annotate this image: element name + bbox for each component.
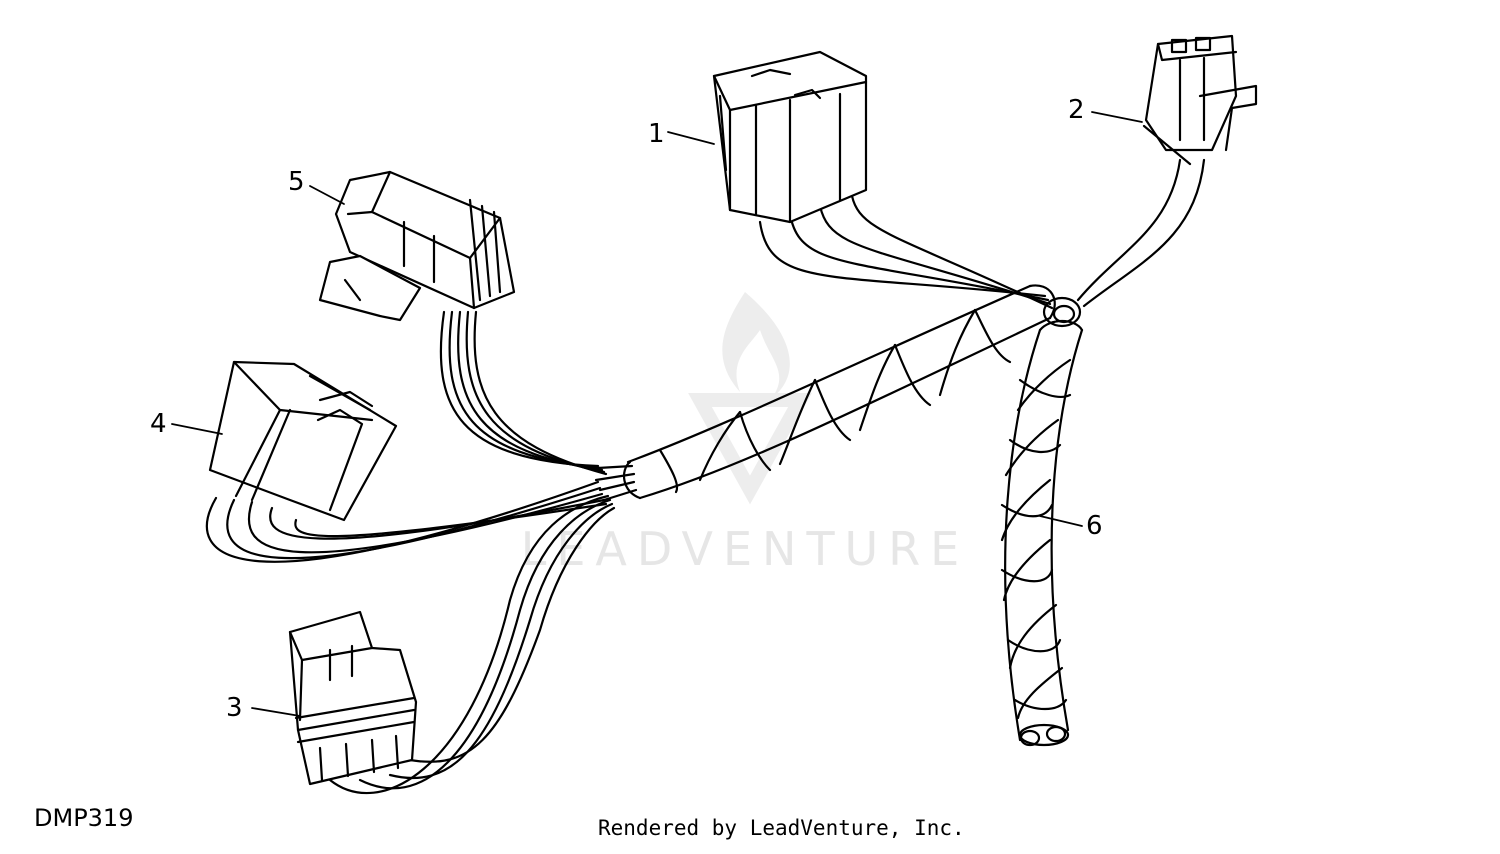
leader-line-3: [251, 707, 301, 717]
wires-connector-1: [758, 194, 1054, 310]
drawing-code: DMP319: [34, 804, 134, 832]
wires-connector-2: [1076, 158, 1206, 308]
connector-5: [318, 170, 516, 322]
connector-2: [1142, 34, 1258, 166]
watermark-text: LEADVENTURE: [521, 522, 970, 576]
callout-label-6: 6: [1086, 511, 1103, 541]
leader-line-4: [171, 423, 223, 435]
wires-connector-5: [439, 310, 608, 476]
leader-lines: [171, 111, 1143, 717]
harness-trunk: [594, 284, 1082, 502]
callout-label-1: 1: [648, 119, 665, 149]
callout-label-2: 2: [1068, 95, 1085, 125]
leader-line-2: [1091, 111, 1143, 123]
connector-3: [288, 610, 418, 786]
watermark-flame-icon: [722, 292, 790, 398]
wires-connector-3: [328, 494, 616, 795]
callout-labels: 1 2 3 4 5 6: [150, 95, 1103, 723]
render-credit: Rendered by LeadVenture, Inc.: [598, 816, 965, 840]
leader-line-1: [667, 131, 715, 145]
watermark-v-icon: [688, 393, 812, 505]
harness-branch-6: [1000, 319, 1084, 747]
wires-connector-4: [205, 480, 608, 563]
connector-4: [208, 360, 398, 522]
callout-label-3: 3: [226, 693, 243, 723]
leader-line-5: [309, 185, 345, 205]
connector-1: [712, 50, 868, 224]
callout-label-4: 4: [150, 409, 167, 439]
leader-line-6: [1039, 515, 1083, 527]
watermark: LEADVENTURE: [521, 292, 970, 576]
callout-label-5: 5: [288, 167, 305, 197]
